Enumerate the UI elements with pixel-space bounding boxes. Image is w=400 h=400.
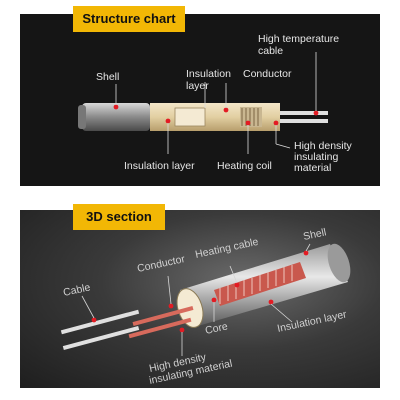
label-shell: Shell <box>96 71 119 83</box>
heater-3d <box>60 243 351 351</box>
structure-chart-panel <box>20 14 380 186</box>
cable-wire-1 <box>60 309 140 335</box>
shell-shape <box>82 103 150 131</box>
label-heating-coil: Heating coil <box>217 160 272 172</box>
marker-coil <box>245 120 251 126</box>
shell-end-3d <box>327 243 351 283</box>
label-hd-2: insulating <box>294 151 339 163</box>
label-3d-heating-cable: Heating cable <box>194 236 259 261</box>
heater-body <box>78 103 328 131</box>
conductor-red-2 <box>128 317 192 339</box>
cable-lower <box>280 119 328 123</box>
label-hd-1: High density <box>294 140 353 152</box>
marker-hd <box>273 120 279 126</box>
label-3d-core: Core <box>204 320 229 337</box>
label-3d-insulation-layer: Insulation layer <box>276 308 348 335</box>
marker-3d-heating-cable <box>234 282 240 288</box>
marker-insulation <box>165 118 171 124</box>
marker-cable <box>313 110 319 116</box>
marker-3d-core <box>211 297 217 303</box>
label-3d-conductor: Conductor <box>136 253 186 275</box>
label-insulation-layer-top-2: layer <box>186 80 209 92</box>
coil-lines <box>241 108 259 126</box>
insulation-window <box>174 107 206 127</box>
label-hd-3: material <box>294 162 331 174</box>
marker-shell <box>113 104 119 110</box>
label-conductor: Conductor <box>243 68 292 80</box>
label-cable-1: High temperature <box>258 33 339 45</box>
label-cable-2: cable <box>258 45 283 57</box>
cable-wire-2 <box>62 325 140 351</box>
leader-lines-structure <box>115 52 317 154</box>
label-insulation-layer-bottom: Insulation layer <box>124 160 195 172</box>
marker-3d-insulation <box>268 299 274 305</box>
structure-chart-title: Structure chart <box>73 6 185 32</box>
conductor-red-1 <box>132 306 194 326</box>
cable-upper <box>280 111 328 115</box>
marker-3d-hd <box>179 327 185 333</box>
label-3d-shell: Shell <box>302 226 327 243</box>
label-insulation-layer-top-1: Insulation <box>186 68 231 80</box>
end-cap <box>78 105 86 129</box>
heating-cable-coils <box>219 265 293 304</box>
label-3d-cable: Cable <box>62 281 91 298</box>
leader-lines-section <box>81 243 311 356</box>
marker-3d-cable <box>91 317 97 323</box>
marker-3d-shell <box>303 250 309 256</box>
heating-coil-shape <box>240 107 262 127</box>
3d-section-title: 3D section <box>73 204 165 230</box>
marker-3d-conductor <box>168 303 174 309</box>
marker-conductor <box>223 107 229 113</box>
